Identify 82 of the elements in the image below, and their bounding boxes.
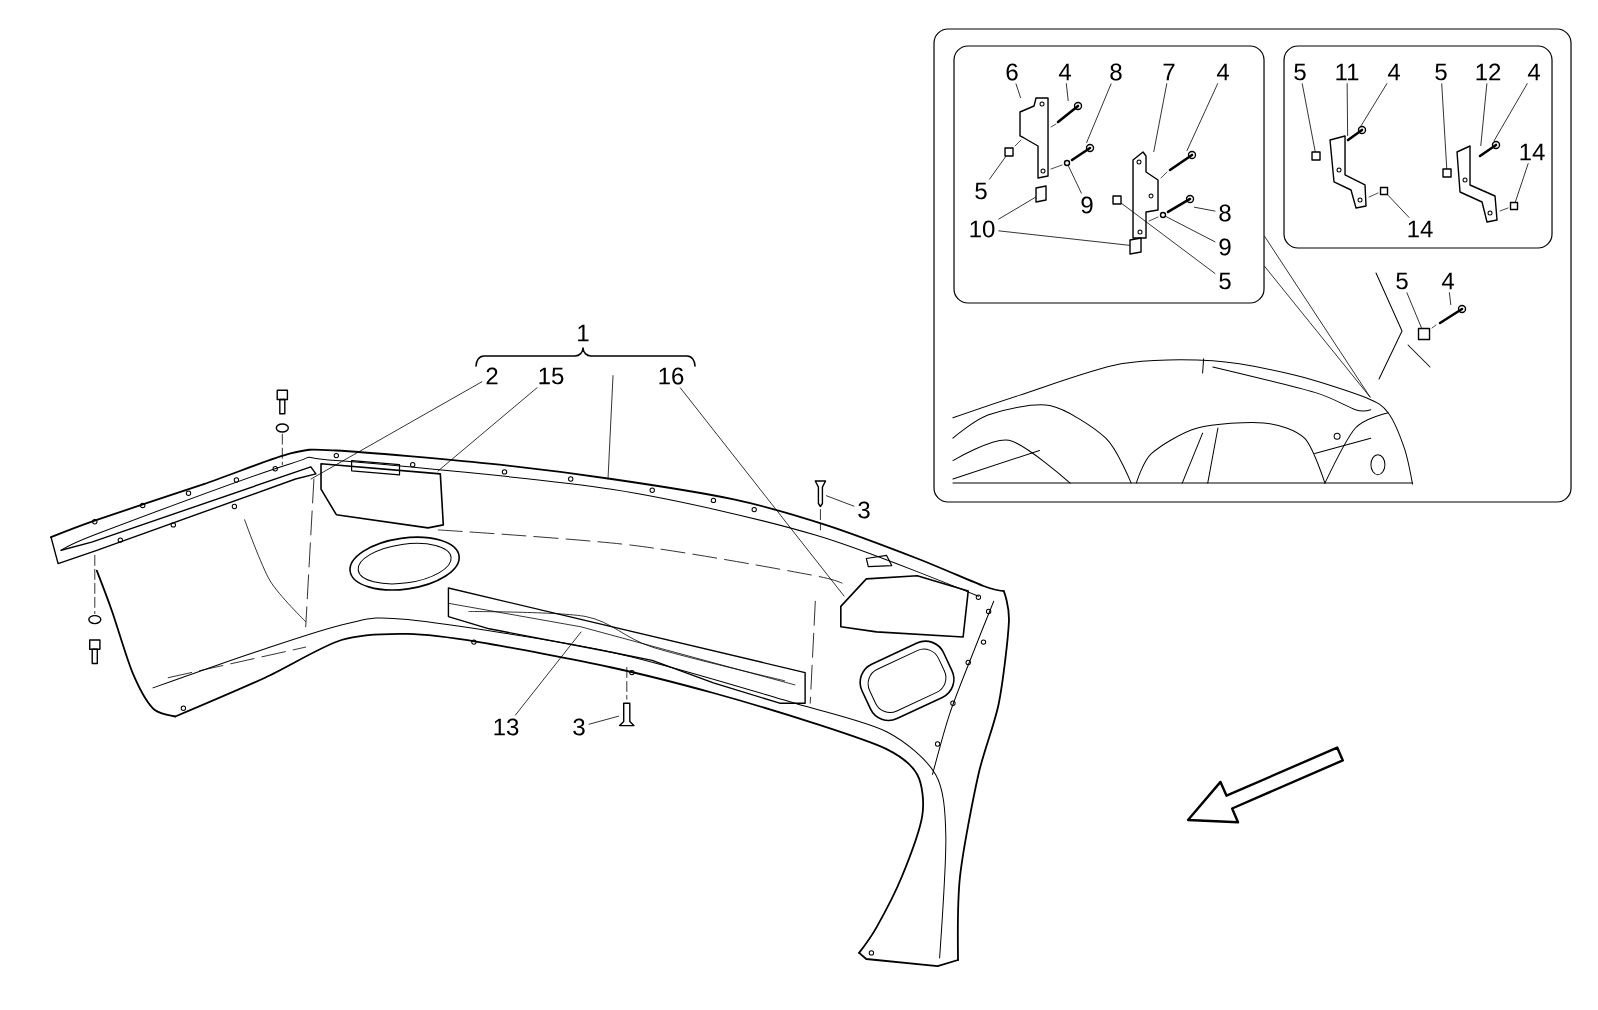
- callout-number: 4: [1527, 63, 1540, 81]
- callout-number: 15: [539, 367, 564, 385]
- nut: [1417, 327, 1431, 341]
- leader-line: [1121, 202, 1216, 274]
- leader-line: [1441, 83, 1448, 169]
- callout-number: 9: [1081, 196, 1093, 214]
- leader-line: [1065, 83, 1069, 101]
- leader-line: [1068, 166, 1082, 194]
- bolt: [1168, 150, 1197, 172]
- leader-line: [1015, 83, 1021, 98]
- leader-line: [1493, 83, 1528, 141]
- leader-line: [1186, 83, 1219, 151]
- leader-line: [1153, 83, 1168, 152]
- callout-number: 10: [970, 220, 995, 238]
- leader-line: [437, 387, 538, 472]
- leader-line: [1194, 206, 1216, 212]
- callout-number: 12: [1476, 63, 1501, 81]
- callout-number: 11: [1336, 63, 1359, 81]
- nut: [1004, 147, 1014, 157]
- leader-line: [1449, 292, 1452, 305]
- leader-line: [1301, 83, 1316, 152]
- callout-number: 16: [659, 367, 684, 385]
- bolt: [1166, 194, 1195, 214]
- leader-line: [989, 156, 1007, 180]
- callout-number: 5: [1219, 272, 1231, 290]
- bracket-plate: [1019, 97, 1049, 179]
- callout-number: 8: [1110, 63, 1122, 81]
- callout-number: 6: [1006, 63, 1018, 81]
- callout-number: 4: [1387, 63, 1400, 81]
- callout-number: 7: [1163, 63, 1175, 81]
- leader-line: [1480, 83, 1488, 146]
- leader-line: [1264, 266, 1371, 398]
- leader-line: [1360, 83, 1388, 126]
- callout-number: 5: [1435, 63, 1447, 81]
- callout-number: 4: [1058, 63, 1071, 81]
- callout-number: 1: [578, 324, 589, 342]
- leader-line: [826, 495, 855, 507]
- leader-line: [998, 196, 1036, 220]
- nut: [1112, 195, 1122, 205]
- bolt: [1070, 143, 1095, 162]
- bolt: [1478, 140, 1501, 158]
- callout-number: 9: [1219, 238, 1231, 256]
- leader-line: [1086, 83, 1112, 143]
- detail-panel: [1283, 45, 1553, 249]
- clip: [1035, 185, 1047, 203]
- nut: [1509, 201, 1519, 211]
- detail-panel: [953, 45, 1265, 304]
- callout-number: 5: [975, 182, 987, 200]
- bumper-drawing: [50, 448, 1010, 967]
- leader-line: [1406, 292, 1422, 328]
- callout-number: 14: [1520, 143, 1545, 161]
- leader-line: [1166, 216, 1216, 243]
- leader-line: [679, 387, 845, 597]
- callout-number: 14: [1408, 220, 1433, 238]
- bolt: [1438, 304, 1467, 325]
- bracket-plate: [1132, 151, 1159, 239]
- callout-number: 5: [1396, 272, 1408, 290]
- washer: [1063, 159, 1071, 167]
- bracket-plate: [1329, 135, 1367, 209]
- callout-number: 8: [1219, 204, 1231, 222]
- leader-line: [998, 230, 1130, 246]
- nut: [1311, 151, 1321, 161]
- car-drawing: [952, 358, 1413, 485]
- nut: [1379, 186, 1389, 196]
- callout-number: 4: [1216, 63, 1229, 81]
- bolt: [1346, 125, 1367, 142]
- leader-line: [1346, 83, 1349, 136]
- leader-line: [310, 381, 483, 480]
- leader-line: [588, 715, 619, 725]
- bolt: [1056, 101, 1083, 124]
- inset-frame: [933, 28, 1572, 503]
- washer: [1159, 211, 1167, 219]
- leader-line: [1387, 195, 1410, 218]
- leader-line: [1515, 163, 1529, 202]
- callout-number: 2: [486, 367, 498, 385]
- clip: [1129, 237, 1142, 255]
- nut: [1442, 168, 1452, 178]
- callout-number: 4: [1441, 272, 1454, 290]
- leader-line: [515, 631, 582, 716]
- leader-line: [607, 375, 614, 480]
- bracket-plate: [1456, 145, 1498, 223]
- callout-number: 5: [1294, 63, 1306, 81]
